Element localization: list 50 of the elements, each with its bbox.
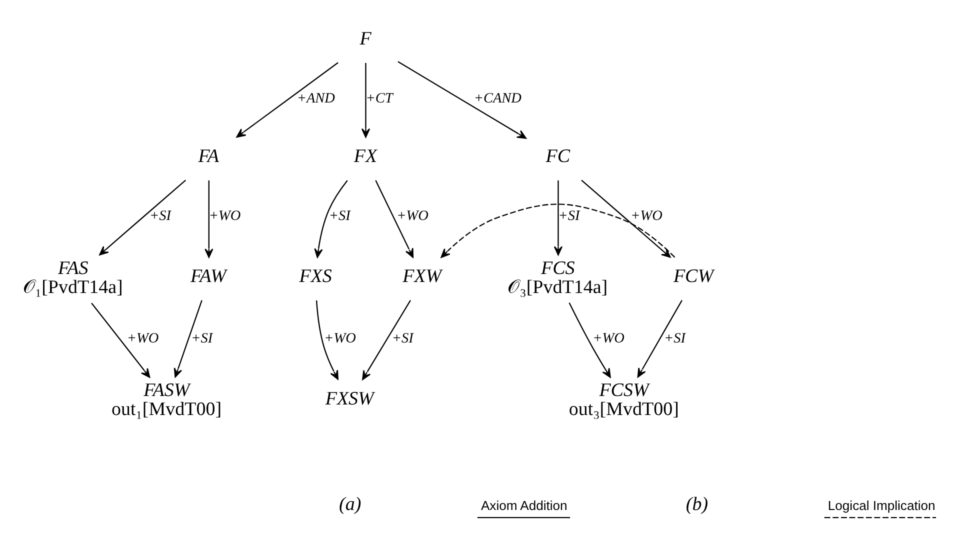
edge-label: +WO	[208, 208, 241, 224]
label: (a)	[339, 494, 362, 516]
legend-label: Logical Implication	[828, 498, 936, 514]
node-text: FC	[546, 146, 570, 168]
arrow	[204, 180, 214, 258]
node-text: FCS	[540, 258, 575, 279]
edge-label: +WO	[396, 208, 428, 224]
edge-label: +CT	[366, 90, 393, 106]
legend-label: Axiom Addition	[480, 498, 568, 514]
node-text: FXS	[299, 266, 332, 288]
edge-label: +SI	[558, 208, 580, 224]
node-label: out₃[MvdT00]	[568, 399, 679, 420]
arrow	[316, 300, 338, 380]
node-text: FCSW	[599, 380, 649, 402]
edge-label: +SI	[664, 330, 686, 346]
arrow	[637, 300, 682, 378]
node-label: 𝒪₁[PvdT14a]	[22, 276, 123, 298]
arrow	[99, 180, 186, 256]
node-text: FXSW	[325, 388, 374, 410]
edge-label: +WO	[126, 330, 159, 346]
node-label: 𝒪₃[PvdT14a]	[508, 276, 608, 298]
edge-label: +SI	[328, 208, 350, 224]
arrow	[398, 61, 526, 139]
label: (b)	[686, 494, 708, 516]
arrow	[91, 302, 150, 378]
node-text: FXW	[402, 266, 442, 288]
edge-label: +WO	[630, 208, 662, 224]
edge-label: +WO	[592, 330, 624, 346]
arrow	[362, 300, 411, 380]
node-text: FASW	[144, 380, 190, 402]
arrow	[568, 302, 611, 378]
arrow	[375, 180, 414, 258]
arrow	[174, 300, 202, 378]
arrow	[554, 180, 563, 256]
arrow	[314, 180, 348, 258]
edge-label: +SI	[150, 208, 172, 224]
arrow	[361, 62, 370, 138]
arrow	[236, 62, 338, 138]
node-label: out₁[MvdT00]	[111, 399, 222, 420]
node-text: F	[360, 28, 372, 50]
edge-label: +AND	[296, 90, 335, 106]
edge-label: +WO	[324, 330, 356, 346]
node-text: FX	[354, 146, 378, 168]
node-text: FA	[198, 146, 219, 168]
node-text: FAW	[190, 266, 226, 288]
edge-label: +SI	[191, 330, 213, 346]
edge-label: +SI	[392, 330, 414, 346]
node-text: FCW	[673, 266, 714, 288]
node-text: FAS	[58, 258, 88, 279]
edge-label: +CAND	[474, 90, 522, 106]
